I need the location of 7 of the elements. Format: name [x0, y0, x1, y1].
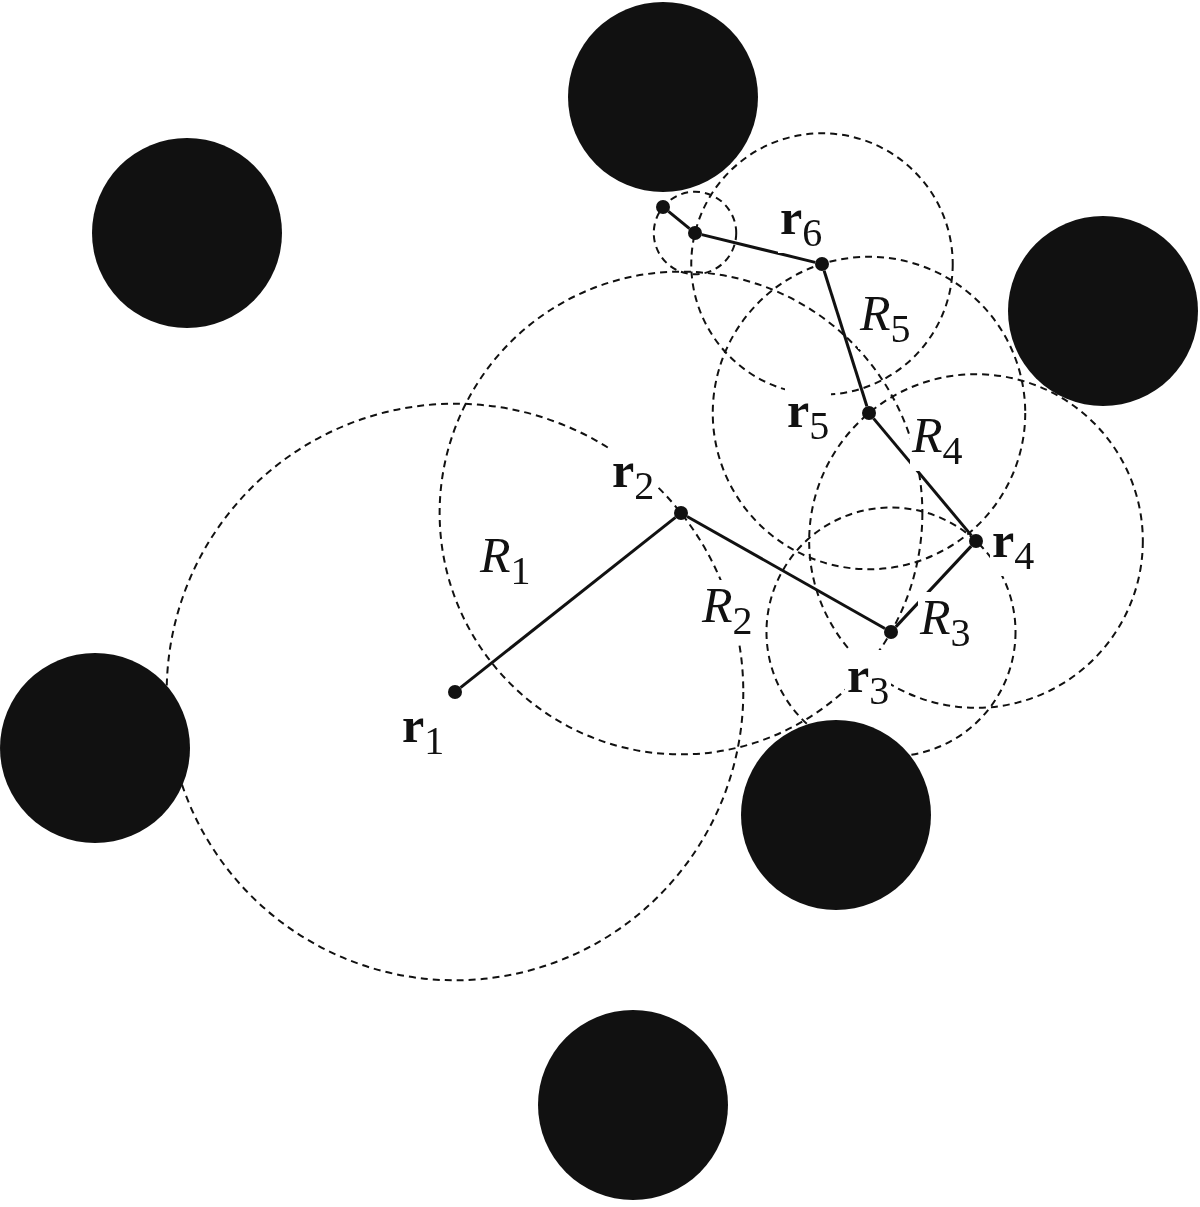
connecting-line [822, 270, 869, 407]
connecting-line [701, 233, 816, 264]
connecting-line [459, 516, 677, 689]
connecting-line [667, 210, 691, 230]
connecting-line [686, 515, 886, 630]
connecting-line [872, 417, 973, 537]
connecting-line [894, 545, 973, 628]
